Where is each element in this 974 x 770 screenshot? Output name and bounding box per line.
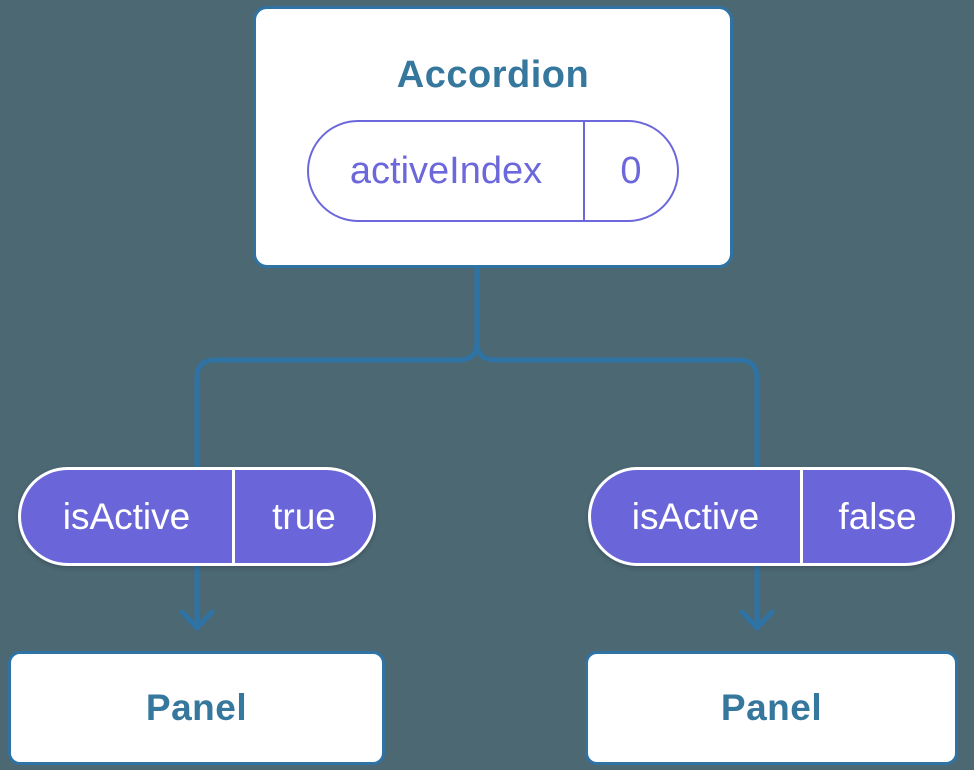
prop-pill-left-value: true — [232, 470, 373, 563]
state-pill-value: 0 — [583, 122, 677, 220]
accordion-node: Accordion activeIndex 0 — [253, 6, 733, 268]
panel-node-right: Panel — [585, 651, 958, 765]
prop-pill-isactive-left: isActive true — [18, 467, 376, 566]
panel-node-left: Panel — [8, 651, 385, 765]
connector-right-branch — [474, 339, 760, 474]
panel-node-left-label: Panel — [145, 687, 248, 728]
prop-pill-left-name: isActive — [62, 495, 191, 537]
left-arrow-down-icon — [179, 609, 215, 631]
state-pill-name: activeIndex — [349, 149, 543, 192]
state-pill-activeindex: activeIndex 0 — [307, 120, 679, 222]
right-arrow-down-icon — [739, 609, 775, 631]
panel-node-right-label: Panel — [720, 687, 823, 728]
prop-pill-right-value: false — [800, 470, 952, 563]
prop-pill-right-name: isActive — [631, 495, 760, 537]
accordion-node-title: Accordion — [396, 54, 590, 96]
prop-pill-isactive-right: isActive false — [588, 467, 955, 566]
connector-left-branch — [194, 263, 480, 474]
